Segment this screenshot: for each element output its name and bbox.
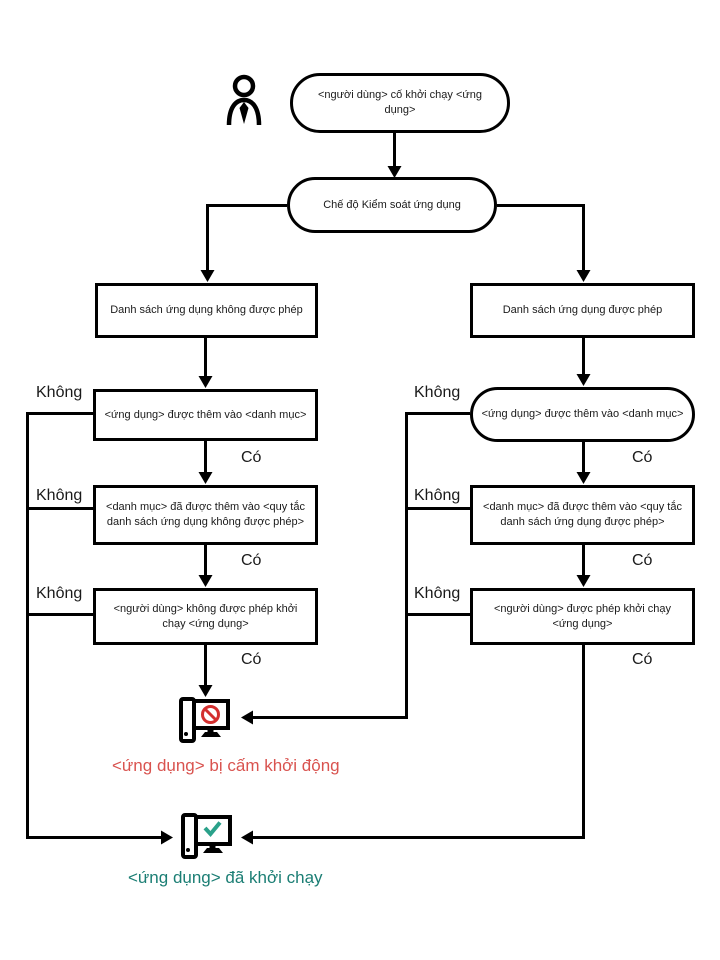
denylist-check-rule-box: <danh mục> đã được thêm vào <quy tắc dan… [93,485,318,545]
no-label: Không [414,384,461,401]
outcome-blocked-label: <ứng dụng> bị cấm khởi động [112,756,340,775]
denylist-check-category-box: <ứng dụng> được thêm vào <danh mục> [93,389,318,441]
allowlist-check-rule-box: <danh mục> đã được thêm vào <quy tắc dan… [470,485,695,545]
user-icon [224,74,264,133]
yes-label: Có [241,449,262,466]
no-label: Không [36,585,83,602]
yes-label: Có [632,449,653,466]
computer-started-icon [180,812,236,867]
yes-label: Có [241,552,262,569]
no-label: Không [414,585,461,602]
decision-node-control-mode: Chế độ Kiểm soát ứng dụng [287,177,497,233]
allowlist-result-box: <người dùng> được phép khởi chạy <ứng dụ… [470,588,695,645]
outcome-started-label: <ứng dụng> đã khởi chạy [128,868,323,887]
yes-label: Có [632,651,653,668]
computer-blocked-icon [178,696,234,751]
yes-label: Có [632,552,653,569]
allowlist-title-box: Danh sách ứng dụng được phép [470,283,695,338]
denylist-result-box: <người dùng> không được phép khởi chạy <… [93,588,318,645]
no-label: Không [36,487,83,504]
no-label: Không [414,487,461,504]
check-icon [203,821,222,838]
start-node: <người dùng> cố khởi chạy <ứng dụng> [290,73,510,133]
yes-label: Có [241,651,262,668]
no-label: Không [36,384,83,401]
prohibition-icon [201,705,220,724]
denylist-title-box: Danh sách ứng dụng không được phép [95,283,318,338]
allowlist-check-category-node: <ứng dụng> được thêm vào <danh mục> [470,387,695,442]
